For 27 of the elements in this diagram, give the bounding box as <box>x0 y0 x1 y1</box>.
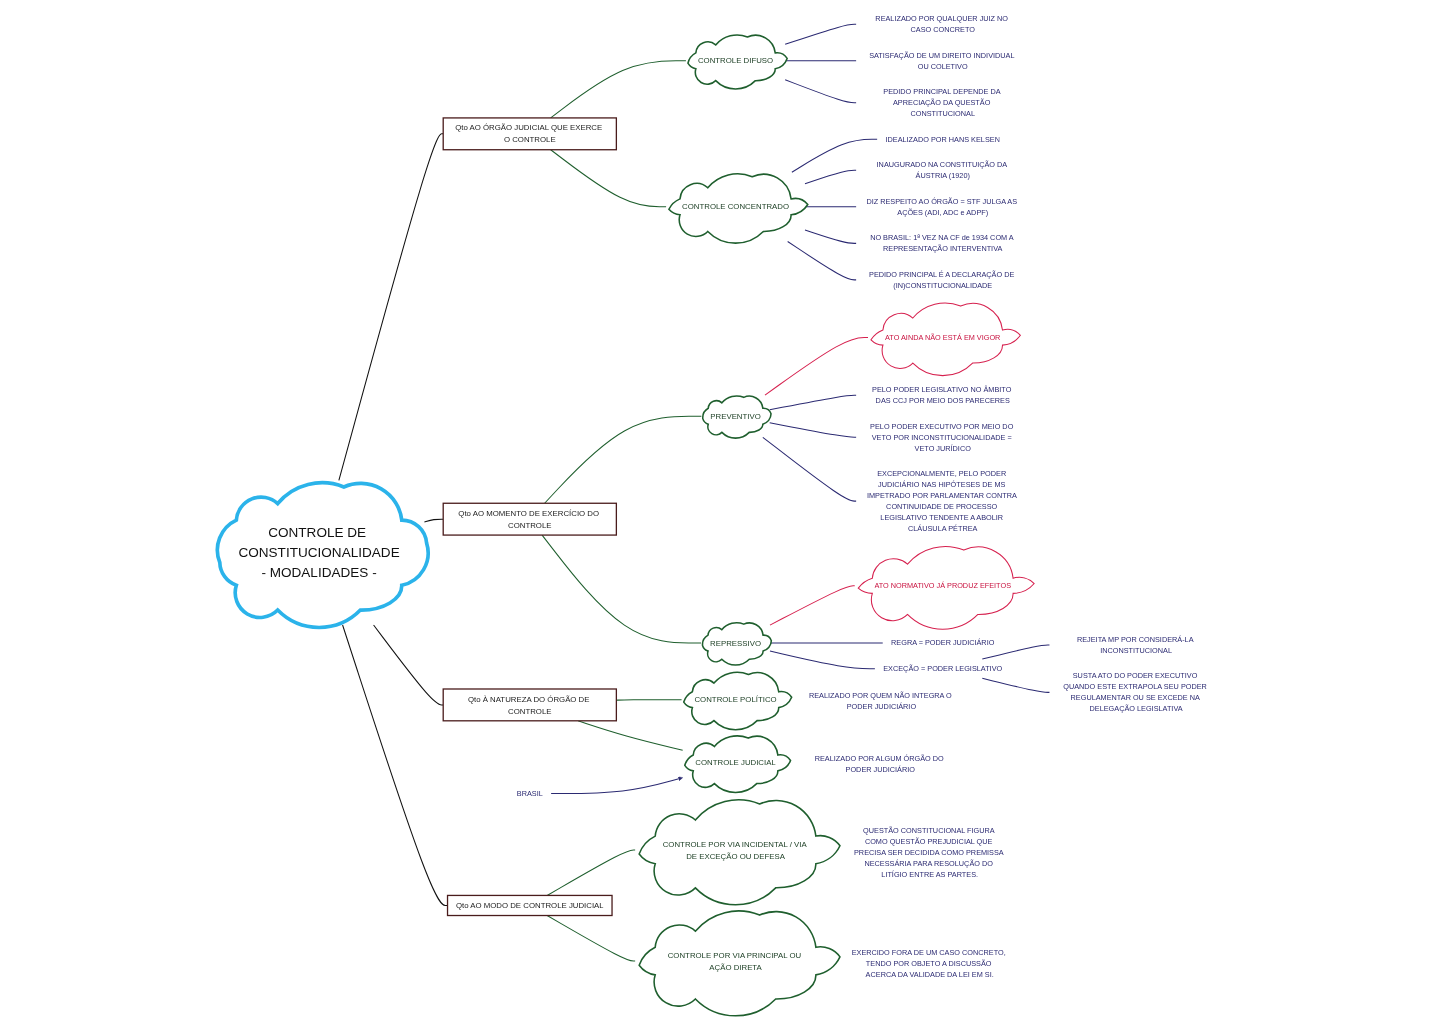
connector-line <box>981 644 1050 660</box>
connector-line <box>784 23 857 45</box>
connector-line <box>541 534 702 644</box>
central-cloud: CONTROLE DE CONSTITUCIONALIDADE - MODALIDADES - <box>215 480 430 630</box>
connector-line <box>769 650 876 670</box>
connector-line <box>338 133 444 481</box>
connector-line <box>804 229 857 244</box>
connector-line <box>544 415 702 504</box>
connector-line <box>784 60 857 62</box>
connector-line <box>550 149 667 208</box>
connector-line <box>423 518 444 523</box>
connector-line <box>762 436 857 502</box>
connector-line <box>769 422 857 438</box>
connector-line <box>546 849 636 896</box>
connector-line <box>546 915 636 962</box>
connector-line <box>791 138 878 173</box>
arrow <box>550 776 683 794</box>
connector-line <box>550 60 687 119</box>
connector-line <box>769 585 856 626</box>
connector-line <box>373 624 444 706</box>
connector-line <box>764 337 869 396</box>
connector-line <box>577 720 684 751</box>
connector-line <box>981 677 1050 693</box>
connector-line <box>804 169 857 185</box>
connector-line <box>769 394 857 411</box>
connector-line <box>787 241 857 281</box>
connector-line <box>784 79 857 104</box>
